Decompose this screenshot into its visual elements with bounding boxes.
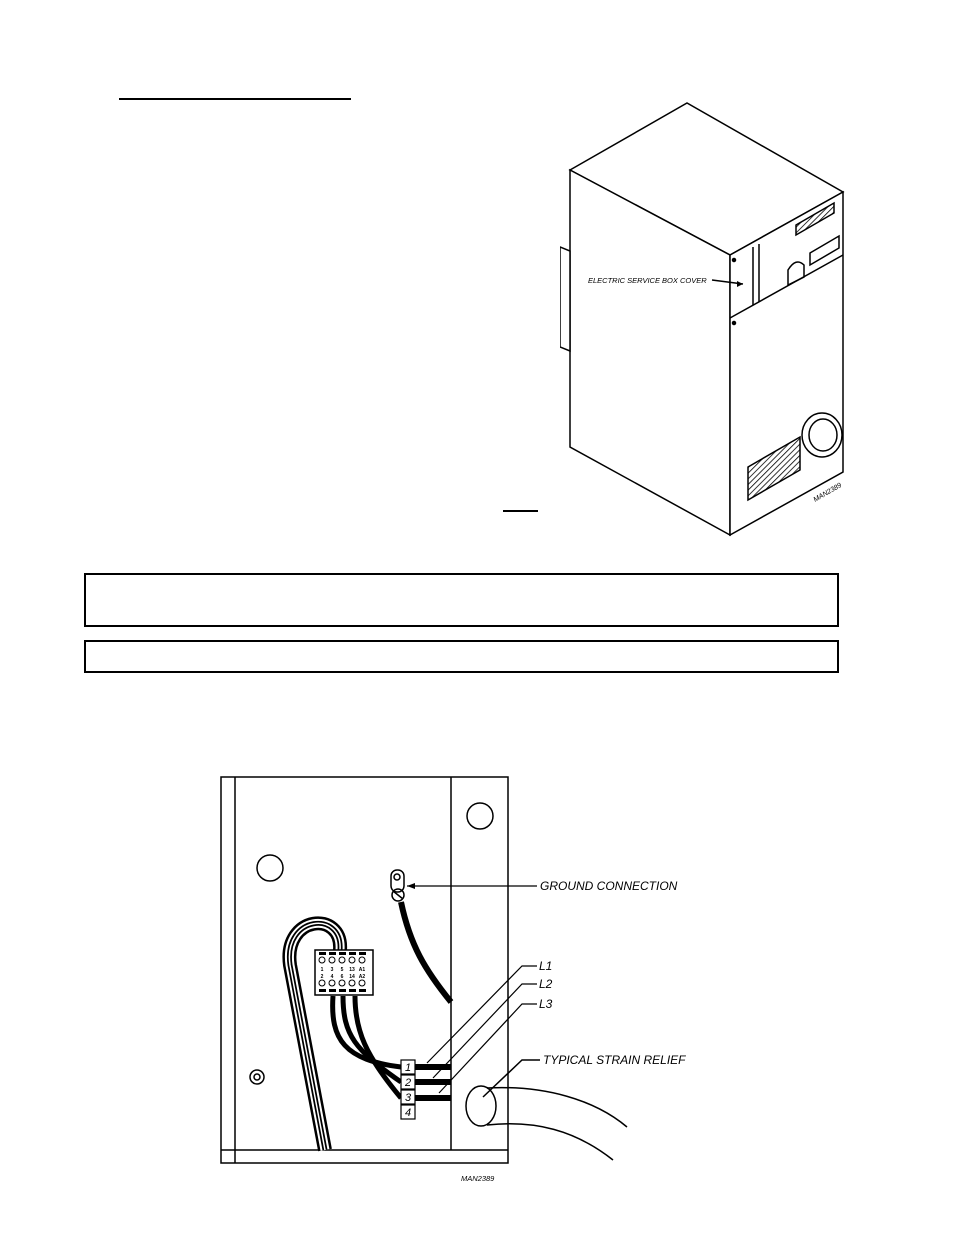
terminal-number: 3 <box>405 1092 412 1104</box>
relay-label-bottom: 6 <box>341 974 344 980</box>
section-heading-underline <box>119 98 351 100</box>
l1-callout: L1 <box>539 959 552 973</box>
figure-ref-underline <box>503 510 538 512</box>
relay-label-top: 1 <box>321 967 324 973</box>
relay-label-bottom: 2 <box>321 974 324 980</box>
relay-label-bottom: A2 <box>359 974 366 980</box>
contactor: 1 3 5 13 A1 2 4 6 14 A2 <box>314 949 374 996</box>
strain-relief-callout: TYPICAL STRAIN RELIEF <box>543 1053 686 1067</box>
service-box-callout: ELECTRIC SERVICE BOX COVER <box>588 276 707 285</box>
terminal-number: 1 <box>405 1062 411 1074</box>
terminal-number: 4 <box>405 1107 411 1119</box>
relay-label-top: 13 <box>349 967 355 973</box>
relay-label-bottom: 4 <box>331 974 334 980</box>
ground-connection-callout: GROUND CONNECTION <box>540 879 678 893</box>
wiring-figure: GROUND CONNECTION 1 3 5 13 A1 <box>220 776 686 1183</box>
l2-callout: L2 <box>539 977 553 991</box>
l3-callout: L3 <box>539 997 553 1011</box>
notice-box-lower <box>84 640 839 673</box>
relay-label-top: A1 <box>359 967 366 973</box>
relay-label-bottom: 14 <box>349 974 355 980</box>
terminal-block: 1 2 3 4 <box>400 1059 416 1120</box>
notice-box-upper <box>84 573 839 627</box>
cabinet-figure: ELECTRIC SERVICE BOX COVER MAN2389 <box>560 102 845 537</box>
relay-label-top: 5 <box>341 967 344 973</box>
terminal-number: 2 <box>404 1077 411 1089</box>
relay-label-top: 3 <box>331 967 334 973</box>
wiring-drawing-number: MAN2389 <box>461 1174 495 1183</box>
